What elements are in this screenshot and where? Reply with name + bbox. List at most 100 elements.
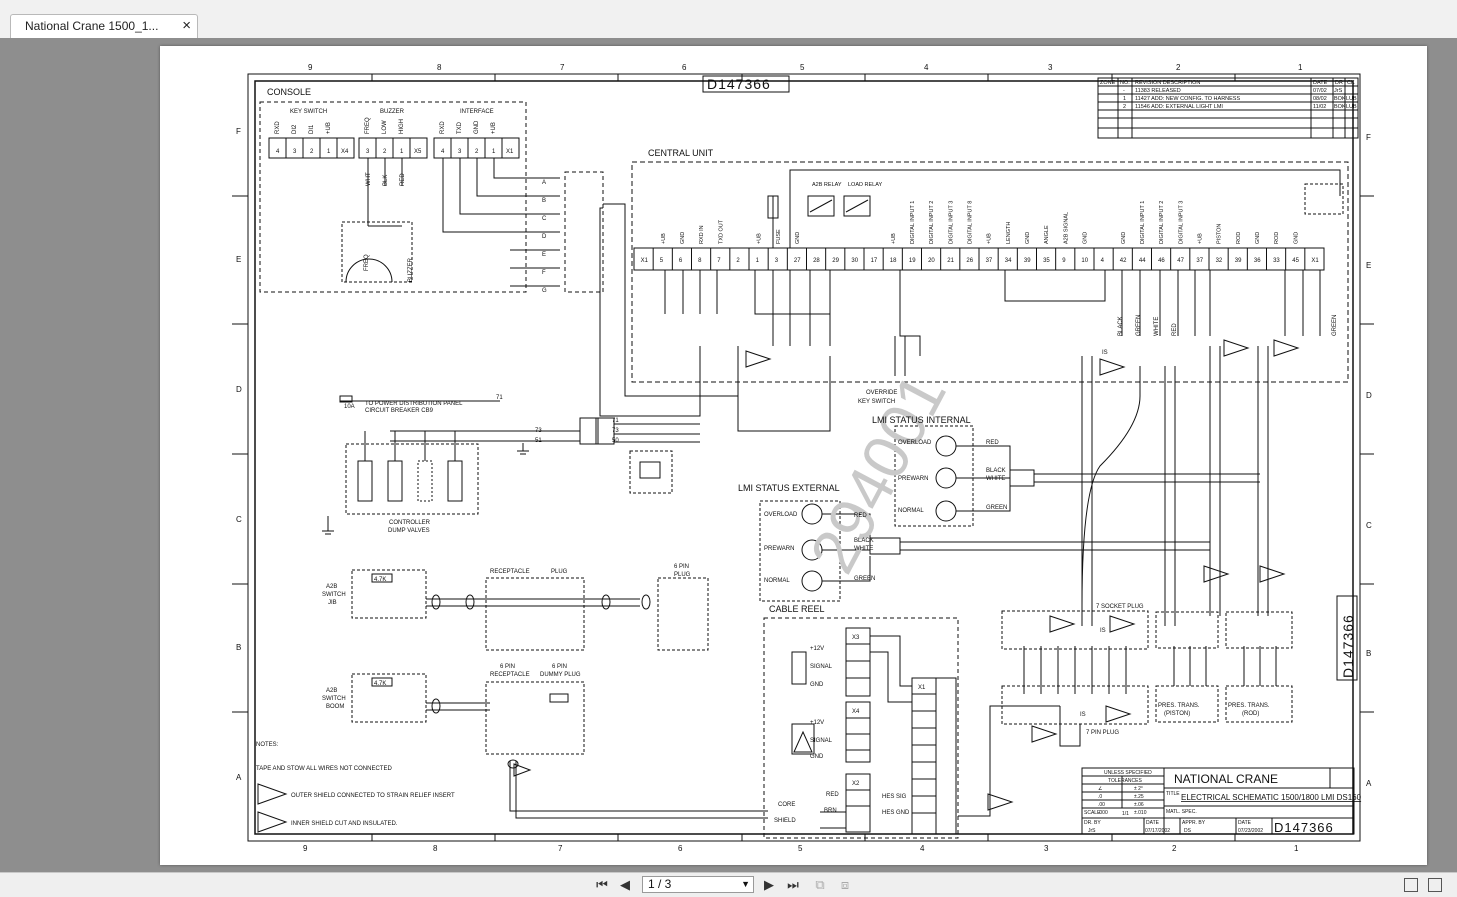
terminal-number: 26 <box>966 258 973 264</box>
terminal-label: FUSE <box>776 229 782 244</box>
terminal-label: GND <box>1255 232 1261 244</box>
document-tab[interactable]: National Crane 1500_1... × <box>10 14 198 38</box>
first-page-icon[interactable]: ⏮ <box>596 877 608 892</box>
drawing-title: ELECTRICAL SCHEMATIC 1500/1800 LMI DS160 <box>1181 793 1362 802</box>
drawing-number-block: D147366 <box>1274 820 1334 835</box>
zone-col: 8 <box>437 63 442 72</box>
zone-col: 6 <box>678 844 683 853</box>
next-page-icon[interactable]: ▶ <box>764 877 774 892</box>
svg-text:HES SIG: HES SIG <box>882 794 907 800</box>
rev-cell: LUB <box>1346 104 1357 110</box>
zone-col: 2 <box>1172 844 1177 853</box>
terminal-label: GND <box>795 232 801 244</box>
svg-text:SWITCH: SWITCH <box>322 592 346 598</box>
terminal-label: +UB <box>757 233 763 244</box>
previous-page-icon[interactable]: ◀ <box>620 877 630 892</box>
svg-text:+UB: +UB <box>326 122 332 134</box>
svg-text:+12V: +12V <box>810 646 824 652</box>
terminal-number: X1 <box>1311 258 1319 264</box>
rev-header: DATE <box>1313 80 1328 86</box>
terminal-label: GND <box>680 232 686 244</box>
svg-text:7 PIN PLUG: 7 PIN PLUG <box>1086 730 1119 736</box>
override-line1: OVERRIDE <box>866 390 897 396</box>
svg-text:SIGNAL: SIGNAL <box>810 738 833 744</box>
terminal-label: DIGITAL INPUT 3 <box>948 201 954 244</box>
svg-text:IS: IS <box>1100 628 1106 634</box>
rev-cell: 11383 RELEASED <box>1135 88 1181 94</box>
svg-text:DI2: DI2 <box>292 124 298 134</box>
svg-text:73: 73 <box>612 428 619 434</box>
document-viewer[interactable]: 294001 9 8 7 6 5 4 3 2 1 9 8 7 6 5 4 3 2 <box>0 38 1457 872</box>
zone-col: 4 <box>920 844 925 853</box>
fit-page-icon[interactable]: ⧉ <box>815 877 825 892</box>
svg-text:WHT: WHT <box>366 172 372 186</box>
interface-label: INTERFACE <box>460 109 494 115</box>
rev-cell: LUB <box>1346 96 1357 102</box>
svg-text:A2B: A2B <box>326 584 337 590</box>
svg-text:07/23/2002: 07/23/2002 <box>1238 828 1263 834</box>
rev-cell: 07/02 <box>1313 88 1327 94</box>
tab-bar: National Crane 1500_1... × <box>0 0 1457 39</box>
svg-text:7 SOCKET PLUG: 7 SOCKET PLUG <box>1096 604 1144 610</box>
terminal-label: RXD IN <box>699 225 705 244</box>
rev-header: DR <box>1335 80 1343 86</box>
terminal-number: 4 <box>1101 258 1105 264</box>
zone-row: E <box>1366 261 1371 270</box>
svg-text:DS: DS <box>1184 828 1192 834</box>
svg-text:±.010: ±.010 <box>1134 810 1147 816</box>
terminal-label: +UB <box>661 233 667 244</box>
terminal-label: GND <box>1025 232 1031 244</box>
rev-cell: 11/02 <box>1313 104 1326 110</box>
svg-text:RXD: RXD <box>275 121 281 134</box>
svg-text:GND: GND <box>810 682 824 688</box>
svg-text:07/17/2002: 07/17/2002 <box>1145 828 1170 834</box>
fit-width-icon[interactable]: ⧈ <box>840 877 850 892</box>
svg-text:PRES. TRANS.: PRES. TRANS. <box>1158 703 1200 709</box>
svg-text:PLUG: PLUG <box>674 572 691 578</box>
terminal-label: DIGITAL INPUT 2 <box>1159 201 1165 244</box>
zone-row: D <box>236 385 242 394</box>
svg-text:DUMMY PLUG: DUMMY PLUG <box>540 672 581 678</box>
svg-text:2: 2 <box>310 149 314 155</box>
svg-text:1: 1 <box>492 149 496 155</box>
terminal-number: 42 <box>1120 258 1127 264</box>
zone-row: E <box>236 255 241 264</box>
rev-header: ZONE <box>1100 80 1116 86</box>
terminal-label: DIGITAL INPUT 3 <box>1178 201 1184 244</box>
terminal-label: ROD <box>1274 232 1280 244</box>
svg-text:IS: IS <box>1102 350 1108 356</box>
terminal-number: 37 <box>1196 258 1203 264</box>
zone-col: 9 <box>308 63 313 72</box>
svg-text:BLACK: BLACK <box>854 538 874 544</box>
single-page-view-icon[interactable] <box>1404 878 1418 892</box>
load-relay-label: LOAD RELAY <box>848 182 882 188</box>
terminal-number: 32 <box>1216 258 1223 264</box>
svg-text:DATE: DATE <box>1238 820 1252 826</box>
svg-text:73: 73 <box>535 428 542 434</box>
terminal-number: 20 <box>928 258 935 264</box>
svg-text:PREWARN: PREWARN <box>898 476 928 482</box>
page-selector[interactable]: 1 / 3 ▼ <box>642 876 754 893</box>
terminal-number: 36 <box>1254 258 1261 264</box>
last-page-icon[interactable]: ⏭ <box>787 877 799 892</box>
buzzer-label: BUZZER <box>380 109 405 115</box>
svg-text:WHITE: WHITE <box>986 476 1005 482</box>
terminal-number: 19 <box>909 258 916 264</box>
zone-row: A <box>236 773 242 782</box>
close-icon[interactable]: × <box>182 17 191 34</box>
svg-text:HES GND: HES GND <box>882 810 910 816</box>
rev-header: NO. <box>1120 80 1130 86</box>
svg-text:BLACK: BLACK <box>1118 316 1124 336</box>
svg-text:±.06: ±.06 <box>1134 802 1144 808</box>
terminal-label: ANGLE <box>1044 225 1050 244</box>
svg-text:4.7K: 4.7K <box>374 577 386 583</box>
continuous-view-icon[interactable] <box>1428 878 1442 892</box>
svg-text:NORMAL: NORMAL <box>898 508 924 514</box>
svg-text:BRN: BRN <box>824 808 837 814</box>
svg-text:DATE: DATE <box>1146 820 1160 826</box>
zone-row: C <box>236 515 242 524</box>
svg-text:NORMAL: NORMAL <box>764 578 790 584</box>
svg-text:.000: .000 <box>1098 810 1108 816</box>
svg-text:JrS: JrS <box>1088 828 1096 834</box>
power-line2: CIRCUIT BREAKER CB9 <box>365 408 434 414</box>
